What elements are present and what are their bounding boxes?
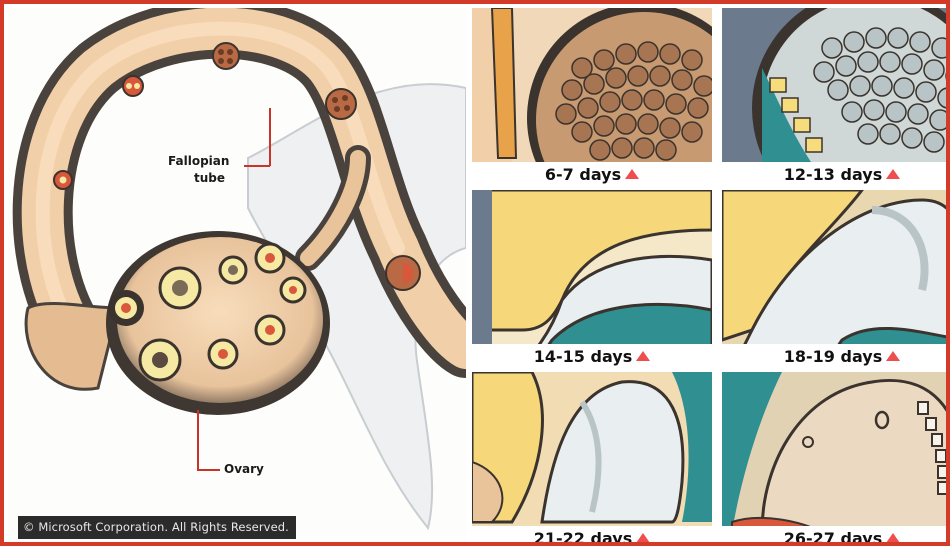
- ovary-label: Ovary: [224, 461, 264, 478]
- stage-panel-26-27-days[interactable]: 26-27 days: [722, 372, 950, 546]
- stage-panel-12-13-days[interactable]: 12-13 days: [722, 8, 950, 188]
- stage-6-7-illustration: [472, 8, 712, 188]
- stage-caption: 18-19 days: [722, 344, 950, 370]
- ovary-leader-line: [198, 410, 220, 470]
- ovary: [117, 237, 323, 403]
- stage-panel-6-7-days[interactable]: 6-7 days: [472, 8, 712, 188]
- fallopian-tube-ovary-illustration: Fallopian tube Ovary © Microsoft Corpora…: [8, 8, 466, 546]
- stage-panel-21-22-days[interactable]: 21-22 days: [472, 372, 712, 546]
- expand-triangle-icon[interactable]: [886, 533, 900, 543]
- stage-caption-text: 26-27 days: [784, 529, 882, 546]
- stage-caption-text: 14-15 days: [534, 347, 632, 366]
- stage-panel-14-15-days[interactable]: 14-15 days: [472, 190, 712, 370]
- stage-21-22-illustration: [472, 372, 712, 546]
- stage-26-27-illustration: [722, 372, 950, 546]
- stage-caption-text: 6-7 days: [545, 165, 621, 184]
- fallopian-tube-label: Fallopian tube: [168, 153, 229, 187]
- fallopian-label-line2: tube: [168, 170, 229, 187]
- stage-caption-text: 21-22 days: [534, 529, 632, 546]
- stage-caption-text: 12-13 days: [784, 165, 882, 184]
- copyright-notice: © Microsoft Corporation. All Rights Rese…: [18, 516, 296, 539]
- stage-14-15-illustration: [472, 190, 712, 370]
- expand-triangle-icon[interactable]: [625, 169, 639, 179]
- stage-12-13-illustration: [722, 8, 950, 188]
- fimbriae: [26, 304, 118, 390]
- stage-18-19-illustration: [722, 190, 950, 370]
- stage-caption: 21-22 days: [472, 526, 712, 546]
- stage-panel-18-19-days[interactable]: 18-19 days: [722, 190, 950, 370]
- stage-caption: 26-27 days: [722, 526, 950, 546]
- stage-caption-text: 18-19 days: [784, 347, 882, 366]
- stage-caption: 14-15 days: [472, 344, 712, 370]
- expand-triangle-icon[interactable]: [636, 533, 650, 543]
- stage-caption: 12-13 days: [722, 162, 950, 188]
- stage-caption: 6-7 days: [472, 162, 712, 188]
- expand-triangle-icon[interactable]: [636, 351, 650, 361]
- expand-triangle-icon[interactable]: [886, 351, 900, 361]
- fallopian-label-line1: Fallopian: [168, 153, 229, 170]
- expand-triangle-icon[interactable]: [886, 169, 900, 179]
